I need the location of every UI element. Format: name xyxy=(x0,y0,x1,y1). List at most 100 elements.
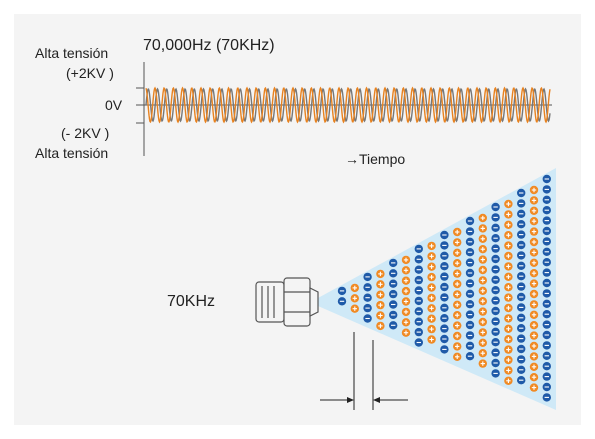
negative-ion xyxy=(414,265,423,274)
negative-ion xyxy=(542,237,551,246)
positive-ion xyxy=(504,366,513,375)
positive-ion xyxy=(401,286,411,296)
negative-ion xyxy=(542,299,551,308)
positive-ion xyxy=(376,269,385,279)
negative-ion xyxy=(542,216,551,225)
negative-ion xyxy=(542,195,551,204)
positive-ion xyxy=(478,255,487,264)
negative-ion xyxy=(337,286,347,296)
negative-ion xyxy=(542,341,551,350)
positive-ion xyxy=(529,352,539,361)
negative-ion xyxy=(542,268,551,277)
negative-ion xyxy=(491,358,500,368)
emitter-nozzle-icon xyxy=(255,277,319,327)
upper-voltage-value: (+2KV ) xyxy=(66,65,114,81)
negative-ion xyxy=(542,278,551,288)
positive-ion xyxy=(504,303,513,313)
positive-ion xyxy=(529,321,539,330)
positive-ion xyxy=(529,341,539,351)
positive-ion xyxy=(504,231,513,240)
positive-ion xyxy=(427,304,436,313)
positive-ion xyxy=(504,251,513,261)
negative-ion xyxy=(414,317,423,326)
negative-ion xyxy=(389,300,398,309)
upper-voltage-label: Alta tensión xyxy=(35,45,109,61)
positive-ion xyxy=(478,265,487,275)
lower-voltage-value: (- 2KV ) xyxy=(61,125,110,141)
negative-ion xyxy=(465,216,475,226)
positive-ion xyxy=(478,224,487,233)
negative-ion xyxy=(389,269,398,278)
lower-voltage-label: Alta tensión xyxy=(35,145,109,161)
positive-ion xyxy=(427,241,436,251)
positive-ion xyxy=(504,210,513,219)
negative-ion xyxy=(440,282,449,292)
zero-voltage-label: 0V xyxy=(105,97,123,113)
positive-ion xyxy=(350,304,359,313)
positive-ion xyxy=(478,359,487,368)
positive-ion xyxy=(401,266,411,275)
positive-ion xyxy=(376,290,385,299)
negative-ion xyxy=(465,310,475,319)
negative-ion xyxy=(440,262,449,271)
negative-ion xyxy=(517,230,526,239)
positive-ion xyxy=(427,283,436,292)
negative-ion xyxy=(517,376,526,385)
negative-ion xyxy=(440,230,449,240)
positive-ion xyxy=(478,317,487,327)
positive-ion xyxy=(504,355,513,365)
positive-ion xyxy=(504,283,513,292)
positive-ion xyxy=(529,310,539,319)
negative-ion xyxy=(542,247,551,256)
positive-ion xyxy=(376,300,385,310)
positive-ion xyxy=(529,289,539,299)
negative-ion xyxy=(491,244,500,253)
negative-ion xyxy=(465,279,475,288)
ion-field xyxy=(337,174,551,402)
negative-ion xyxy=(363,314,372,323)
orange-wave xyxy=(145,86,551,124)
positive-ion xyxy=(478,234,487,243)
negative-ion xyxy=(440,272,449,281)
positive-ion xyxy=(453,269,462,278)
positive-ion xyxy=(478,307,487,316)
negative-ion xyxy=(389,321,398,330)
positive-ion xyxy=(504,241,513,250)
positive-ion xyxy=(504,272,513,281)
ac-waveform xyxy=(145,86,551,124)
negative-ion xyxy=(440,334,449,344)
negative-ion xyxy=(363,303,372,313)
positive-ion xyxy=(427,335,436,344)
positive-ion xyxy=(529,300,539,309)
negative-ion xyxy=(363,272,372,282)
negative-ion xyxy=(517,292,526,302)
negative-ion xyxy=(517,334,526,343)
negative-ion xyxy=(465,341,475,350)
negative-ion xyxy=(414,307,423,316)
positive-ion xyxy=(401,328,411,337)
negative-ion xyxy=(517,355,526,364)
negative-ion xyxy=(363,293,372,302)
negative-ion xyxy=(517,240,526,250)
negative-ion xyxy=(491,306,500,316)
negative-ion xyxy=(517,188,526,198)
positive-ion xyxy=(504,262,513,271)
negative-ion xyxy=(542,393,551,402)
negative-ion xyxy=(491,296,500,305)
positive-ion xyxy=(529,373,539,382)
positive-ion xyxy=(401,276,411,285)
negative-ion xyxy=(389,289,398,299)
negative-ion xyxy=(440,293,449,302)
negative-ion xyxy=(491,275,500,284)
positive-ion xyxy=(427,324,436,334)
positive-ion xyxy=(529,196,539,205)
negative-ion xyxy=(440,303,449,312)
positive-ion xyxy=(478,286,487,295)
positive-ion xyxy=(478,297,487,306)
emitter-frequency-label: 70KHz xyxy=(167,293,216,310)
positive-ion xyxy=(529,217,539,226)
positive-ion xyxy=(401,318,411,327)
negative-ion xyxy=(542,351,551,360)
positive-ion xyxy=(401,297,411,306)
